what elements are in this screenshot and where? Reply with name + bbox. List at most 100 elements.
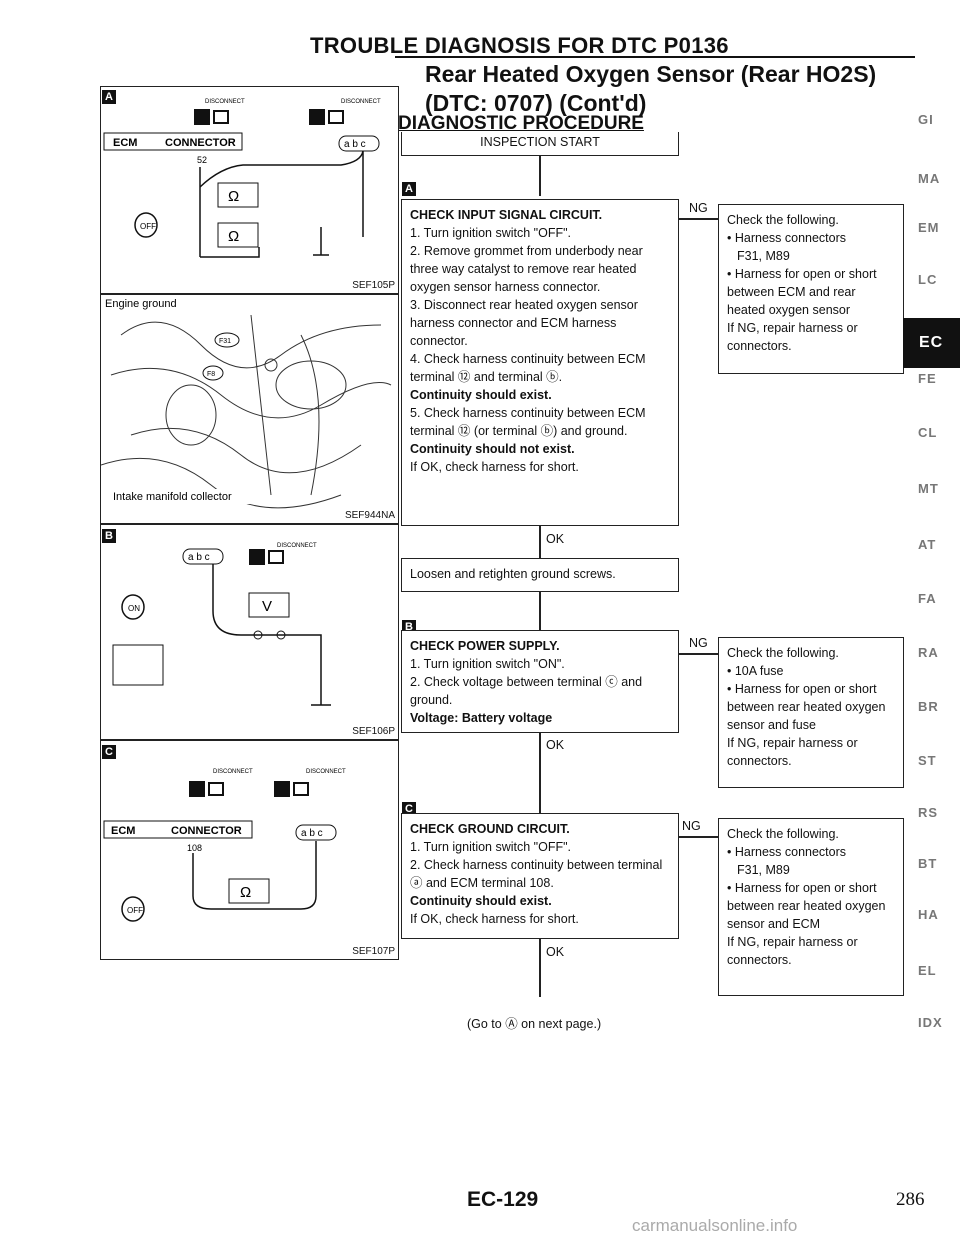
step-b-box: CHECK POWER SUPPLY. 1. Turn ignition swi… (401, 630, 679, 733)
step-c-ng-item: Harness for open or short between rear h… (727, 879, 895, 933)
svg-text:ECM: ECM (113, 137, 137, 149)
svg-text:Ω: Ω (228, 228, 239, 245)
figure-c-tag: C (102, 745, 116, 759)
sidebar-tab-ma[interactable]: MA (918, 171, 941, 186)
figure-c-diagram: DISCONNECT DISCONNECT ECM CONNECTOR a b … (103, 769, 346, 922)
sidebar-tab-idx[interactable]: IDX (918, 1015, 943, 1030)
step-c-ok-label: OK (546, 945, 565, 959)
flow-line (539, 592, 541, 630)
step-a-item: 5. Check harness continuity between ECM … (410, 406, 646, 438)
step-b-item: Voltage: Battery voltage (410, 711, 553, 725)
step-c-ng-heading: Check the following. (727, 827, 839, 841)
sidebar-tab-st[interactable]: ST (918, 753, 937, 768)
step-a-box: CHECK INPUT SIGNAL CIRCUIT. 1. Turn igni… (401, 199, 679, 526)
sidebar-tab-ec[interactable]: EC (903, 318, 960, 368)
svg-text:OFF: OFF (140, 222, 156, 231)
step-c-ng-label: NG (682, 819, 701, 833)
step-a-ng-item: Harness for open or short between ECM an… (727, 265, 895, 319)
inspection-start-label: INSPECTION START (480, 135, 600, 149)
ng-arrow (679, 218, 719, 220)
retighten-box: Loosen and retighten ground screws. (401, 558, 679, 592)
svg-text:DISCONNECT: DISCONNECT (277, 543, 317, 549)
step-b-ok-label: OK (546, 738, 565, 752)
step-a-item: 1. Turn ignition switch "OFF". (410, 226, 572, 240)
step-c-item: 1. Turn ignition switch "OFF". (410, 840, 572, 854)
step-c-box: CHECK GROUND CIRCUIT. 1. Turn ignition s… (401, 813, 679, 939)
step-c-heading: CHECK GROUND CIRCUIT. (410, 822, 570, 836)
step-c-ng-foot: If NG, repair harness or connectors. (727, 935, 858, 967)
svg-text:CONNECTOR: CONNECTOR (165, 137, 236, 149)
sidebar-tab-gi[interactable]: GI (918, 112, 934, 127)
figure-b-tag: B (102, 529, 116, 543)
step-a-ng-box: Check the following. Harness connectors … (718, 204, 904, 374)
step-a-item: If OK, check harness for short. (410, 460, 579, 474)
figure-engine-photo: F31 F8 Engine ground Intake manifold col… (100, 294, 399, 524)
svg-text:F31: F31 (219, 338, 231, 345)
flow-line (539, 156, 541, 196)
svg-text:Ω: Ω (228, 188, 239, 205)
step-a-item: 4. Check harness continuity between ECM … (410, 352, 646, 384)
header-rule (395, 56, 915, 58)
figure-a-diagram: DISCONNECT DISCONNECT ECM CONNECTOR a b … (103, 99, 381, 258)
step-c-item: 2. Check harness continuity between term… (410, 858, 663, 890)
section-subtitle: DIAGNOSTIC PROCEDURE (398, 113, 644, 134)
svg-text:a b c: a b c (344, 139, 366, 150)
step-b-ng-item: Harness for open or short between rear h… (727, 680, 895, 734)
step-c-item: If OK, check harness for short. (410, 912, 579, 926)
sidebar-tab-el[interactable]: EL (918, 963, 937, 978)
sidebar-tab-fe[interactable]: FE (918, 371, 937, 386)
step-a-item: Continuity should exist. (410, 388, 552, 402)
svg-text:DISCONNECT: DISCONNECT (205, 99, 245, 105)
step-b-ng-foot: If NG, repair harness or connectors. (727, 736, 858, 768)
svg-text:DISCONNECT: DISCONNECT (341, 99, 381, 105)
svg-text:OFF: OFF (127, 906, 143, 915)
figure-a: A DISCONNECT DISCONNECT ECM CONNECTOR a … (100, 86, 399, 294)
svg-text:CONNECTOR: CONNECTOR (171, 825, 242, 837)
sidebar-tab-bt[interactable]: BT (918, 856, 938, 871)
page-number: 286 (896, 1189, 925, 1210)
step-a-ok-label: OK (546, 532, 565, 546)
step-c-item: Continuity should exist. (410, 894, 552, 908)
step-a-tag: A (402, 182, 416, 196)
sidebar-tab-mt[interactable]: MT (918, 481, 939, 496)
svg-text:ECM: ECM (111, 825, 135, 837)
svg-text:F8: F8 (207, 371, 215, 378)
svg-text:52: 52 (197, 155, 207, 165)
svg-text:V: V (262, 598, 272, 615)
step-b-ng-box: Check the following. 10A fuse Harness fo… (718, 637, 904, 788)
sidebar-tab-at[interactable]: AT (918, 537, 937, 552)
svg-text:Intake manifold collector: Intake manifold collector (113, 491, 232, 503)
page-header: TROUBLE DIAGNOSIS FOR DTC P0136 (310, 33, 729, 58)
flow-line (539, 733, 541, 813)
sidebar-tab-ha[interactable]: HA (918, 907, 939, 922)
step-b-heading: CHECK POWER SUPPLY. (410, 639, 560, 653)
svg-text:DISCONNECT: DISCONNECT (213, 769, 253, 775)
sidebar-tab-em[interactable]: EM (918, 220, 940, 235)
sidebar-tab-br[interactable]: BR (918, 699, 939, 714)
sidebar-tab-fa[interactable]: FA (918, 591, 937, 606)
step-a-item: 2. Remove grommet from underbody near th… (410, 244, 643, 294)
figure-a-tag: A (102, 90, 116, 104)
step-c-ng-connectors: F31, M89 (737, 863, 790, 877)
step-b-ng-heading: Check the following. (727, 646, 839, 660)
sidebar-tab-rs[interactable]: RS (918, 805, 939, 820)
goto-next-page: (Go to Ⓐ on next page.) (467, 1017, 602, 1031)
sidebar-tab-ra[interactable]: RA (918, 645, 939, 660)
step-a-ng-item: Harness connectors (727, 229, 895, 247)
sidebar-tab-lc[interactable]: LC (918, 272, 938, 287)
retighten-label: Loosen and retighten ground screws. (410, 567, 616, 581)
figure-b-diagram: DISCONNECT a b c V ON (112, 543, 331, 706)
step-a-ng-foot: If NG, repair harness or connectors. (727, 321, 858, 353)
page-code: EC-129 (467, 1188, 539, 1211)
svg-text:a b c: a b c (188, 552, 210, 563)
step-a-heading: CHECK INPUT SIGNAL CIRCUIT. (410, 208, 603, 222)
engine-illustration: F31 F8 Engine ground Intake manifold col… (100, 296, 392, 509)
svg-text:DISCONNECT: DISCONNECT (306, 769, 346, 775)
figure-c: C DISCONNECT DISCONNECT ECM CONNECTOR a … (100, 740, 399, 960)
svg-text:Engine ground: Engine ground (105, 298, 177, 310)
svg-text:ON: ON (128, 604, 140, 613)
ng-arrow (679, 653, 719, 655)
watermark: carmanualsonline.info (632, 1216, 798, 1235)
sidebar-tab-cl[interactable]: CL (918, 425, 938, 440)
step-b-ng-label: NG (689, 636, 708, 650)
